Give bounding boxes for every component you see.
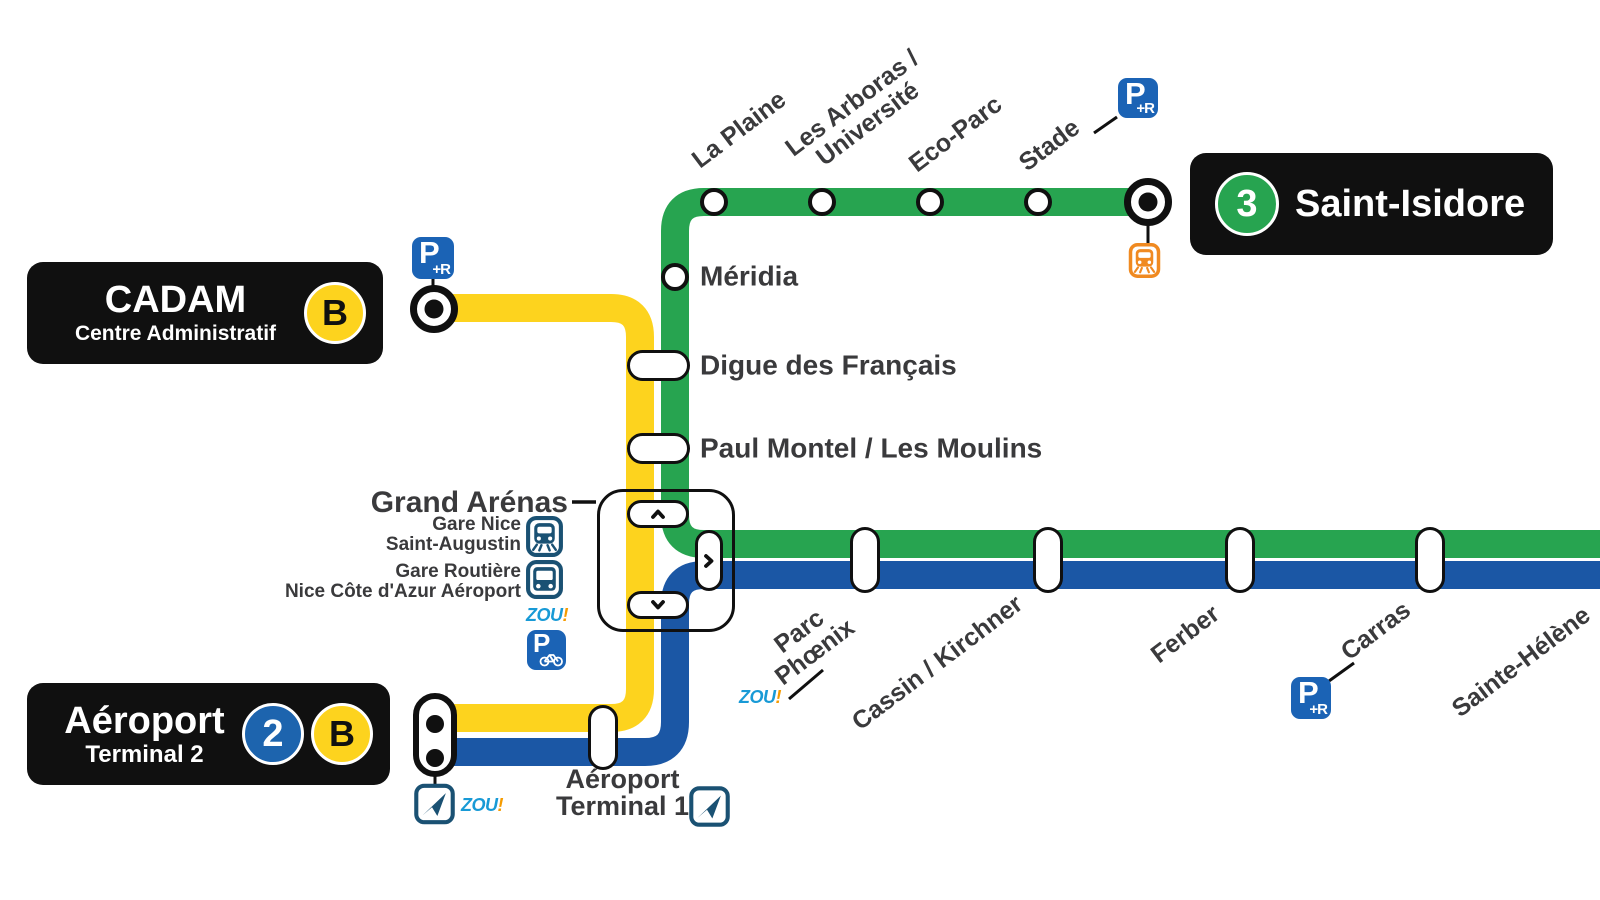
pr-p: P xyxy=(419,235,440,270)
zou-bang: ! xyxy=(562,605,569,625)
pr-r: +R xyxy=(432,261,451,278)
label-gare-nice-line1: Gare Nice xyxy=(432,514,521,535)
zou-text: ZOU xyxy=(739,687,776,707)
pr-r: +R xyxy=(1309,701,1328,718)
station-marker-paul-montel xyxy=(627,433,690,464)
park-and-ride-icon-cadam: P+R xyxy=(412,235,454,279)
terminus-box-t2-title: Aéroport Terminal 2 xyxy=(47,700,242,768)
airport-t2-subtitle: Terminal 2 xyxy=(85,741,204,768)
zou-logo-terminal2: ZOU! xyxy=(461,795,503,816)
airport-t2-title: Aéroport xyxy=(64,700,225,742)
pr-p: P xyxy=(1125,76,1146,111)
station-marker-stade xyxy=(1024,188,1052,216)
zou-bang: ! xyxy=(775,687,782,707)
terminus-box-airport-t2: Aéroport Terminal 2 2 B xyxy=(27,683,390,785)
zou-bang: ! xyxy=(497,795,504,815)
park-and-ride-icon-carras: P+R xyxy=(1291,675,1331,719)
station-marker-carras xyxy=(1415,527,1445,593)
label-gare-nice-line2: Saint-Augustin xyxy=(385,534,521,555)
terminus-marker-airport-t2 xyxy=(413,693,457,777)
terminus-marker-cadam xyxy=(410,285,458,333)
station-label-airport-t1-line1: Aéroport xyxy=(565,764,680,794)
train-icon-saint-isidore xyxy=(1128,243,1161,283)
station-marker-digue-des-francais xyxy=(627,350,690,381)
pr-p: P xyxy=(1298,675,1319,710)
station-marker-airport-t1 xyxy=(588,705,618,770)
pbike-p: P xyxy=(533,628,551,658)
grand-arenas-north-marker xyxy=(627,500,689,528)
station-marker-meridia xyxy=(661,263,689,291)
station-marker-cassin-kirchner xyxy=(1033,527,1063,593)
station-label-paul-montel: Paul Montel / Les Moulins xyxy=(700,432,1043,464)
station-label-airport-t1: Aéroport Terminal 1 xyxy=(545,766,700,820)
track-line-2-blue xyxy=(452,561,1600,766)
grand-arenas-south-marker xyxy=(627,591,689,619)
connector-phoenix-zou xyxy=(788,668,824,701)
station-marker-parc-phoenix xyxy=(850,527,880,593)
terminus-box-cadam: CADAM Centre Administratif B xyxy=(27,262,383,364)
station-marker-ferber xyxy=(1225,527,1255,593)
line-b-badge-t2: B xyxy=(311,703,373,765)
zou-text: ZOU xyxy=(526,605,563,625)
station-label-digue-des-francais: Digue des Français xyxy=(700,349,957,381)
terminus-box-cadam-title: CADAM Centre Administratif xyxy=(47,281,304,345)
train-icon-gare-nice xyxy=(526,516,563,562)
grand-arenas-interchange-box xyxy=(597,489,735,632)
label-gare-routiere-line2: Nice Côte d'Azur Aéroport xyxy=(284,581,521,602)
station-marker-la-plaine xyxy=(700,188,728,216)
cadam-subtitle: Centre Administratif xyxy=(74,322,277,345)
saint-isidore-title: Saint-Isidore xyxy=(1295,183,1526,225)
connector-carras-pr xyxy=(1328,661,1355,683)
station-label-airport-t1-line2: Terminal 1 xyxy=(555,791,690,821)
pr-r: +R xyxy=(1136,100,1155,117)
terminus-marker-saint-isidore xyxy=(1124,178,1172,226)
station-label-meridia: Méridia xyxy=(700,260,799,292)
line-3-badge: 3 xyxy=(1215,172,1279,236)
cadam-title: CADAM xyxy=(104,279,247,321)
line-b-badge: B xyxy=(304,282,366,344)
bicycle-icon xyxy=(539,654,563,667)
chevron-right-icon xyxy=(699,551,719,571)
bus-icon-gare-routiere xyxy=(526,560,563,604)
line-2-badge: 2 xyxy=(242,703,304,765)
plane-icon-terminal2 xyxy=(414,783,455,830)
chevron-down-icon xyxy=(648,595,668,615)
label-gare-routiere: Gare Routière Nice Côte d'Azur Aéroport xyxy=(285,562,521,602)
station-marker-eco-parc xyxy=(916,188,944,216)
label-gare-nice-saint-augustin: Gare Nice Saint-Augustin xyxy=(386,515,521,555)
zou-logo-parc-phoenix: ZOU! xyxy=(739,687,781,708)
chevron-up-icon xyxy=(648,504,668,524)
connector-stade-pr xyxy=(1093,115,1118,135)
terminus-dot-lineB xyxy=(426,749,444,767)
label-gare-routiere-line1: Gare Routière xyxy=(395,561,521,582)
station-label-grand-arenas: Grand Arénas xyxy=(370,486,568,519)
park-and-bike-icon: P xyxy=(527,628,566,670)
terminus-dot-line2 xyxy=(426,715,444,733)
zou-text: ZOU xyxy=(461,795,498,815)
park-and-ride-icon-stade: P+R xyxy=(1118,76,1158,118)
zou-logo-grand-arenas: ZOU! xyxy=(524,605,568,626)
grand-arenas-east-marker xyxy=(695,530,723,591)
station-marker-les-arboras xyxy=(808,188,836,216)
terminus-box-saint-isidore: 3 Saint-Isidore xyxy=(1190,153,1553,255)
plane-icon-terminal1 xyxy=(689,786,730,832)
